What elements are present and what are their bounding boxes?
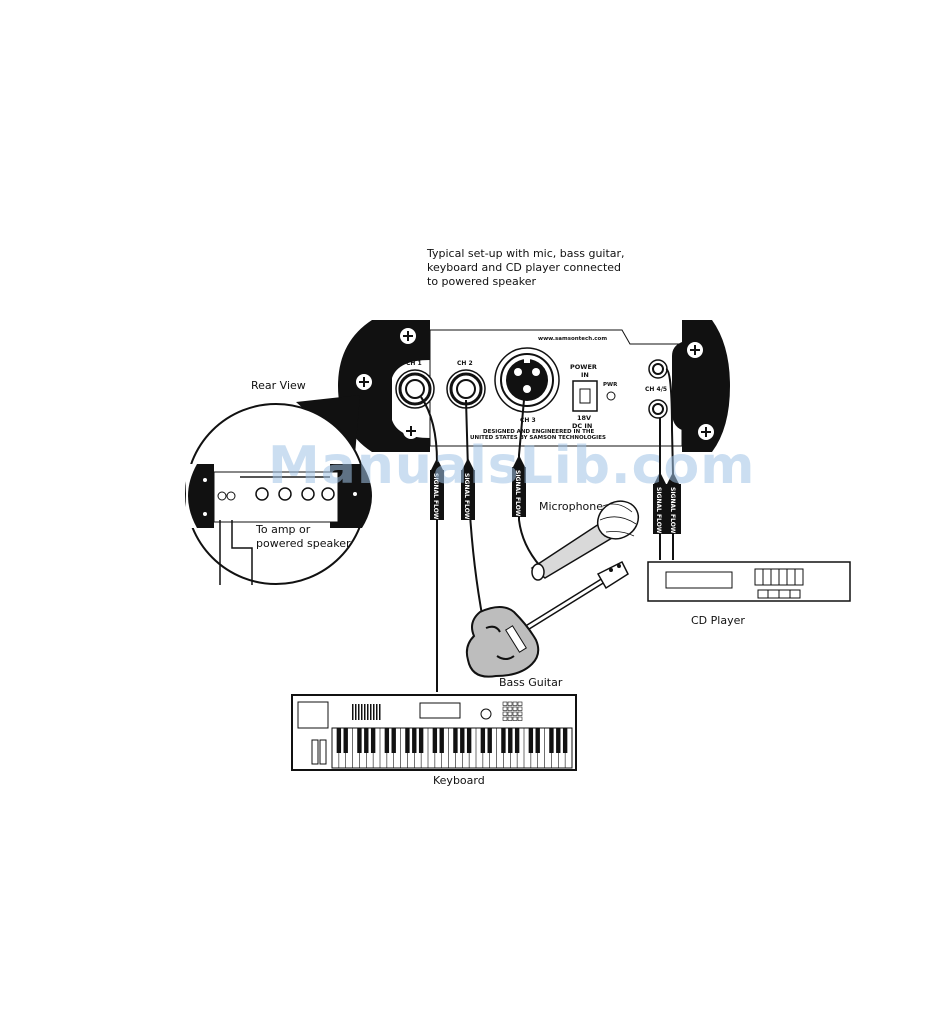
ch1-label: CH 1	[406, 360, 422, 367]
signal-flow-tag-ch4: SIGNAL FLOW	[653, 472, 667, 534]
rear-view-label: Rear View	[251, 379, 306, 392]
pwr-label: PWR	[603, 382, 618, 388]
caption-line-1: Typical set-up with mic, bass guitar,	[427, 247, 625, 260]
output-cable	[219, 520, 253, 585]
caption-line-3: to powered speaker	[427, 275, 537, 288]
ch2-jack	[446, 369, 486, 409]
pwr-led	[606, 391, 616, 401]
microphone-label: Microphone	[539, 500, 604, 513]
bracket-screws-right	[687, 342, 714, 440]
ch3-xlr-jack	[494, 347, 560, 413]
dc-label-1: 18V	[577, 414, 591, 422]
designed-line-2: UNITED STATES BY SAMSON TECHNOLOGIES	[470, 435, 606, 441]
bracket-screws-left	[356, 328, 419, 439]
to-amp-label-2: powered speaker	[256, 537, 351, 550]
signal-flow-tag-ch5: SIGNAL FLOW	[667, 472, 681, 534]
watermark: ManualsLib.com	[268, 436, 756, 496]
bass-guitar-label: Bass Guitar	[499, 676, 563, 689]
bass-guitar-drawing	[465, 560, 629, 678]
power-in-label-2: IN	[581, 371, 589, 379]
caption-line-2: keyboard and CD player connected	[427, 261, 622, 274]
to-amp-label-1: To amp or	[256, 523, 311, 536]
svg-text:SIGNAL FLOW: SIGNAL FLOW	[655, 487, 662, 534]
svg-text:SIGNAL FLOW: SIGNAL FLOW	[432, 473, 439, 520]
panel-website: www.samsontech.com	[538, 336, 607, 342]
right-bracket	[672, 320, 730, 452]
power-in-label-1: POWER	[570, 363, 597, 371]
left-bracket	[338, 320, 430, 452]
ch45-rca-top	[648, 359, 668, 379]
svg-text:SIGNAL FLOW: SIGNAL FLOW	[669, 487, 676, 534]
cd-player-drawing	[647, 561, 851, 602]
ch2-label: CH 2	[457, 360, 473, 367]
signal-flow-tag-ch3: SIGNAL FLOW	[512, 455, 526, 517]
ch1-jack	[395, 369, 435, 409]
ch45-rca-bottom	[648, 399, 668, 419]
keyboard-label: Keyboard	[433, 774, 485, 787]
svg-text:SIGNAL FLOW: SIGNAL FLOW	[514, 470, 521, 517]
microphone-drawing	[530, 500, 640, 581]
keyboard-drawing	[291, 694, 577, 771]
ch45-label: CH 4/5	[645, 386, 667, 393]
designed-line-1: DESIGNED AND ENGINEERED IN THE	[483, 429, 594, 435]
signal-flow-tag-ch1: SIGNAL FLOW	[430, 458, 444, 520]
ch3-label: CH 3	[520, 417, 536, 424]
dc-label-2: DC IN	[572, 422, 592, 430]
rear-view-unit	[186, 464, 372, 528]
signal-flow-tag-ch2: SIGNAL FLOW	[461, 458, 475, 520]
cd-player-label: CD Player	[691, 614, 745, 627]
svg-text:SIGNAL FLOW: SIGNAL FLOW	[463, 473, 470, 520]
